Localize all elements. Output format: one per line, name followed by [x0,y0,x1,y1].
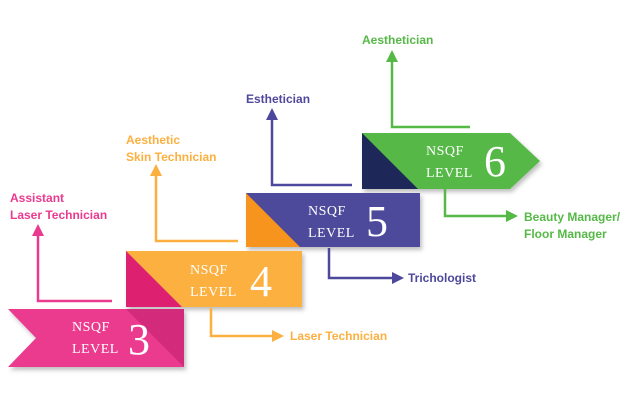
level-4-level: LEVEL [190,285,237,300]
label-aesthetician: Aesthetician [362,33,434,47]
arrow-laser-technician [209,308,274,338]
level-5-fold [246,193,300,247]
arrowhead-icon [266,108,278,120]
level-6-number: 6 [484,137,506,186]
level-5-number: 5 [366,197,388,246]
level-3-level: LEVEL [72,342,119,357]
level-4-banner [126,251,302,307]
level-4-nsqf: NSQF [190,263,228,278]
level-3-fold [126,309,184,367]
level-6-banner [362,133,540,189]
arrowhead-icon [150,164,162,176]
level-4-fold [126,251,182,307]
arrowhead-icon [392,272,404,284]
arrowhead-icon [386,50,398,62]
level-5-nsqf: NSQF [308,204,346,219]
label-aesthetic-skin-tech: Aesthetic Skin Technician [126,133,217,164]
level-6-fold [362,133,418,189]
arrow-aesthetic-skin-tech [154,174,238,243]
label-beauty-manager: Beauty Manager/ Floor Manager [524,210,621,241]
level-3-banner [8,309,184,367]
level-6-nsqf: NSQF [426,144,464,159]
level-3-number: 3 [128,315,150,364]
arrowhead-icon [272,330,284,342]
arrow-trichologist [327,248,394,280]
arrowhead-icon [32,224,44,236]
label-assistant-laser-tech: Assistant Laser Technician [10,191,108,222]
level-6-level: LEVEL [426,166,473,181]
arrow-assistant-laser-tech [36,234,112,303]
arrow-beauty-manager [443,189,508,218]
arrow-aesthetician [390,60,470,129]
label-trichologist: Trichologist [408,271,477,285]
level-5-level: LEVEL [308,226,355,241]
level-3-nsqf: NSQF [72,320,110,335]
level-4-number: 4 [250,257,272,306]
label-laser-technician: Laser Technician [290,329,388,343]
label-esthetician: Esthetician [246,92,311,106]
level-5-banner [246,193,420,247]
arrow-esthetician [270,118,352,187]
arrowhead-icon [506,210,518,222]
